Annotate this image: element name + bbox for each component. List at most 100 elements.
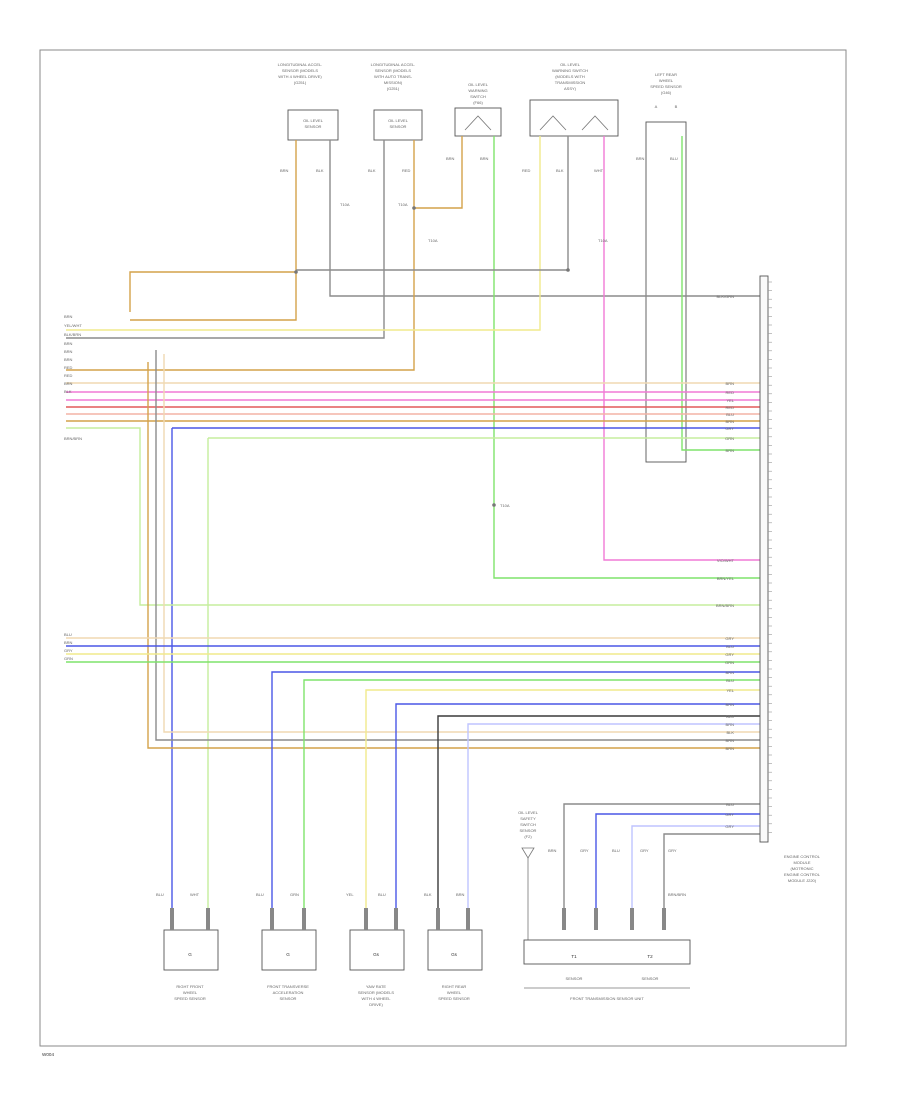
c5-title-0: LEFT REAR bbox=[655, 72, 677, 77]
c1-box-label-1: SENSOR bbox=[305, 124, 322, 129]
top-code-3: RED bbox=[402, 168, 411, 173]
top-component-c5: LEFT REAR WHEEL SPEED SENSOR (G46) A B bbox=[645, 72, 687, 463]
b4-box bbox=[427, 929, 483, 971]
c4-box bbox=[529, 99, 619, 137]
btg-left-1: SAFETY bbox=[520, 816, 536, 821]
btg-wire-2: BLU bbox=[612, 848, 620, 853]
terminal-stub bbox=[302, 908, 306, 930]
bottom-sensor-b4: BLK BRN Gs RIGHT REAR WHEEL SPEED SENSOR bbox=[424, 892, 483, 1001]
b3-box bbox=[349, 929, 405, 971]
junction-label-1: T10A bbox=[398, 202, 408, 207]
btg-left-0: OIL LEVEL bbox=[518, 810, 539, 815]
b3-title-0: YAW RATE bbox=[366, 984, 386, 989]
left-wire-label: BLU bbox=[64, 632, 72, 637]
b2-title-1: ACCELERATION bbox=[273, 990, 304, 995]
c1-box-label-0: OIL LEVEL bbox=[303, 118, 324, 123]
wire-layer bbox=[66, 136, 760, 910]
wire-c2-b bbox=[66, 140, 415, 371]
left-wire-label: GRN bbox=[64, 656, 73, 661]
b2-wire-1: GRN bbox=[290, 892, 299, 897]
wire-c3-b bbox=[493, 136, 760, 579]
left-wire-label: RED bbox=[64, 365, 73, 370]
b3-title-3: DRIVE) bbox=[369, 1002, 383, 1007]
wire-c1-a bbox=[129, 140, 297, 312]
b4-title-2: SPEED SENSOR bbox=[438, 996, 470, 1001]
b2-wire-0: BLU bbox=[256, 892, 264, 897]
ecm-title-1: MODULE bbox=[793, 860, 810, 865]
right-wire-label: BRN/BRN bbox=[716, 603, 734, 608]
c5-lead-box bbox=[645, 121, 687, 463]
ecm-pin-marks bbox=[768, 281, 772, 833]
junction-dot bbox=[492, 503, 496, 507]
terminal-stub bbox=[466, 908, 470, 930]
right-wire-label: BRN bbox=[726, 419, 735, 424]
top-code-7: BLK bbox=[556, 168, 564, 173]
wire-left-v2 bbox=[155, 350, 760, 741]
wire-br-4 bbox=[663, 833, 760, 910]
wire-bottom-5 bbox=[437, 715, 760, 910]
right-wire-label: RED bbox=[726, 405, 735, 410]
b4-title-0: RIGHT REAR bbox=[442, 984, 467, 989]
btg-box bbox=[523, 939, 691, 965]
c1-title-2: WITH 4 WHEEL DRIVE) bbox=[278, 74, 322, 79]
b3-title-2: WITH 4 WHEEL bbox=[362, 996, 392, 1001]
c4-title-1: WARNING SWITCH bbox=[552, 68, 588, 73]
top-code-10: BLU bbox=[670, 156, 678, 161]
btg-wire-3: GRY bbox=[640, 848, 649, 853]
ecm-title-0: ENGINE CONTROL bbox=[784, 854, 821, 859]
wire-c5-a bbox=[681, 136, 760, 451]
terminal-stubs bbox=[170, 908, 666, 930]
c1-title-3: (G251) bbox=[294, 80, 307, 85]
b3-symbol: Gs bbox=[373, 952, 380, 957]
b3-title-1: SENSOR (MODELS bbox=[358, 990, 395, 995]
left-wire-label: BRN bbox=[64, 314, 73, 319]
c3-title-3: (F66) bbox=[473, 100, 483, 105]
left-wire-label: BLK/BRN bbox=[64, 332, 81, 337]
c3-box bbox=[454, 107, 502, 137]
wire-left-v3 bbox=[163, 354, 760, 733]
left-wire-label: BRN bbox=[64, 640, 73, 645]
c1-box bbox=[287, 109, 339, 141]
right-wire-label: YEL bbox=[726, 688, 734, 693]
top-code-9: BRN bbox=[636, 156, 645, 161]
c5-pin-a: A bbox=[655, 104, 658, 109]
ecm-title-4: MODULE J220) bbox=[788, 878, 817, 883]
top-component-c2: LONGITUDINAL ACCEL. SENSOR (MODELS WITH … bbox=[371, 62, 423, 141]
c2-box-label-0: OIL LEVEL bbox=[388, 118, 409, 123]
top-code-2: BLK bbox=[368, 168, 376, 173]
b4-wire-1: BRN bbox=[456, 892, 465, 897]
top-code-8: WHT bbox=[594, 168, 604, 173]
left-wire-label: GRY bbox=[64, 648, 73, 653]
c1-title-0: LONGITUDINAL ACCEL. bbox=[278, 62, 323, 67]
page-code: W004 bbox=[42, 1052, 54, 1057]
right-wire-label: BRN bbox=[726, 670, 735, 675]
left-wire-label: BLK bbox=[64, 389, 72, 394]
wire-br-3 bbox=[631, 825, 760, 910]
c3-title-0: OIL LEVEL bbox=[468, 82, 489, 87]
b2-symbol: G bbox=[286, 952, 290, 957]
top-component-c4: OIL LEVEL WARNING SWITCH (MODELS WITH TR… bbox=[529, 62, 619, 137]
btg-left-3: SENSOR bbox=[520, 828, 537, 833]
left-wire-label: BRN bbox=[64, 357, 73, 362]
c2-title-4: (G251) bbox=[387, 86, 400, 91]
c2-box-label-1: SENSOR bbox=[390, 124, 407, 129]
right-wire-label: BRN bbox=[726, 722, 735, 727]
btg-cell-1-label: SENSOR bbox=[642, 976, 659, 981]
wire-c1-b bbox=[130, 272, 297, 321]
left-wire-label: BRN bbox=[64, 349, 73, 354]
terminal-stub bbox=[562, 908, 566, 930]
right-wire-label: BRN bbox=[726, 738, 735, 743]
right-wire-label: GRY bbox=[725, 812, 734, 817]
btg-caption: FRONT TRANSMISSION SENSOR UNIT bbox=[570, 996, 644, 1001]
c3-title-2: SWITCH bbox=[470, 94, 486, 99]
junction-label-4: T10A bbox=[598, 238, 608, 243]
right-wire-label: BLK bbox=[726, 730, 734, 735]
b3-wire-0: YEL bbox=[346, 892, 354, 897]
terminal-stub bbox=[270, 908, 274, 930]
right-wire-label: GRY bbox=[725, 824, 734, 829]
right-wire-label: BLU bbox=[726, 714, 734, 719]
wire-harness-7 bbox=[171, 427, 760, 910]
btg-cell-0-sym: T1 bbox=[571, 954, 577, 959]
wire-c3-a bbox=[414, 136, 463, 209]
wire-c4-c bbox=[603, 136, 760, 561]
